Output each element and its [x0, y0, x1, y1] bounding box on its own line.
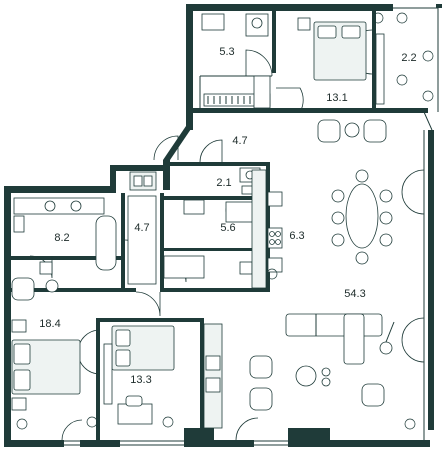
dining-set [331, 169, 393, 265]
room-area-bedroom-top: 13.1 [326, 92, 347, 104]
room-area-corridor-left: 4.7 [134, 222, 149, 234]
room-area-hall-center: 4.7 [232, 135, 247, 147]
room-area-bathroom-left: 8.2 [54, 232, 69, 244]
room-area-closet-right: 2.2 [401, 52, 416, 64]
internal-walls [11, 11, 388, 440]
fixtures [11, 12, 434, 430]
room-area-labels: 5.3 13.1 2.2 4.7 2.1 8.2 4.7 5.6 6.3 54.… [39, 46, 416, 386]
room-area-wc-small: 2.1 [216, 177, 231, 189]
room-area-kitchen-strip: 6.3 [289, 230, 304, 242]
wardrobe-top [203, 75, 271, 109]
room-area-living-room: 54.3 [344, 288, 365, 300]
room-area-bathroom-top: 5.3 [219, 46, 234, 58]
plant-icon [16, 12, 434, 430]
room-area-bedroom-bottom: 13.3 [130, 374, 151, 386]
outer-walls [4, 4, 442, 447]
room-area-bedroom-left: 18.4 [39, 318, 60, 330]
sofa [285, 313, 383, 365]
room-area-bathroom-mid: 5.6 [220, 222, 235, 234]
windows [4, 290, 288, 446]
